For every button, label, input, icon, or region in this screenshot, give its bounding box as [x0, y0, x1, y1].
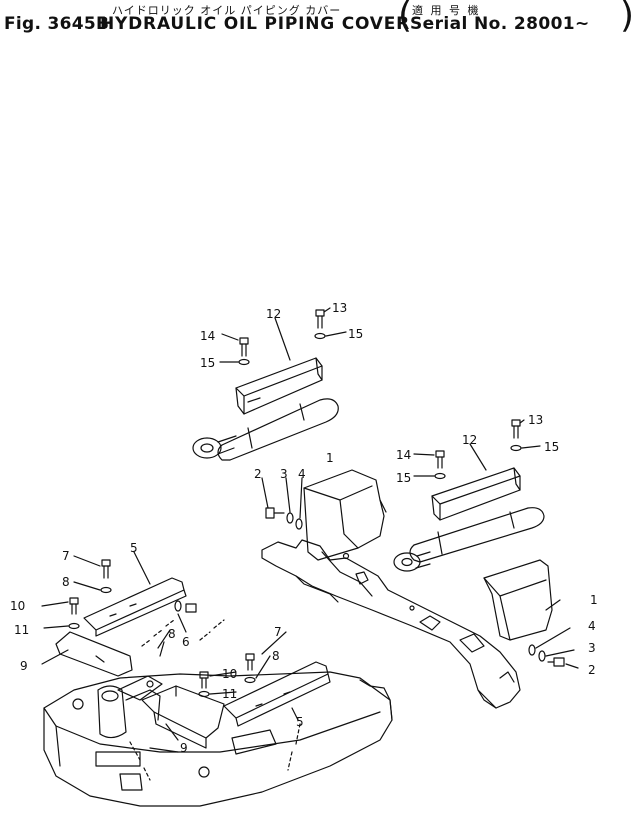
open-paren: (: [398, 0, 413, 36]
callout-7: 7: [274, 625, 282, 639]
callout-1: 1: [326, 451, 334, 465]
bracket-near-6: [117, 675, 163, 701]
bolt-13-upper-left: [315, 309, 325, 329]
callout-7: 7: [62, 549, 70, 563]
callout-10: 10: [10, 599, 25, 613]
bolt-7-upper: [101, 559, 111, 579]
bolt-7-lower: [245, 653, 255, 671]
bolt-14-right: [435, 450, 445, 469]
callout-13: 13: [528, 413, 543, 427]
cylinder-assembly-upper-left: [192, 357, 339, 461]
washer-11-upper: [68, 622, 80, 630]
washer-11-lower: [198, 690, 210, 698]
callout-2: 2: [254, 467, 262, 481]
cylinder-assembly-right: [393, 467, 545, 572]
figure-header: Fig. 3645B ハイドロリック オイル パイピング カバー HYDRAUL…: [0, 0, 636, 40]
bolt-14-upper-left: [239, 337, 249, 357]
base-frame: [43, 671, 393, 807]
applicability-label: 適 用 号 機: [412, 4, 481, 17]
fastener-stack-right: [528, 644, 565, 667]
washer-8-lower: [244, 676, 256, 684]
washer-15-upper-left: [238, 358, 250, 366]
callout-14: 14: [396, 448, 411, 462]
bolt-10-lower: [199, 671, 209, 689]
callout-13: 13: [332, 301, 347, 315]
bolt-13-right: [511, 419, 521, 439]
callout-15: 15: [348, 327, 363, 341]
callout-3: 3: [588, 641, 596, 655]
cover-5-lower: [223, 661, 331, 727]
bracket-9-left: [55, 631, 133, 677]
callout-8: 8: [62, 575, 70, 589]
bolt-10-upper: [69, 597, 79, 615]
callout-14: 14: [200, 329, 215, 343]
callout-2: 2: [588, 663, 596, 677]
close-paren: ): [620, 0, 635, 36]
callout-9: 9: [180, 741, 188, 755]
callout-4: 4: [298, 467, 306, 481]
callout-4: 4: [588, 619, 596, 633]
callout-12: 12: [462, 433, 477, 447]
bolt-6: [174, 600, 197, 613]
callout-5: 5: [130, 541, 138, 555]
figure-number: Fig. 3645B: [4, 14, 110, 34]
callout-12: 12: [266, 307, 281, 321]
washer-8-upper: [100, 586, 112, 594]
callout-15: 15: [396, 471, 411, 485]
serial-number: Serial No. 28001~: [410, 14, 590, 34]
upper-frame: [261, 539, 521, 709]
fastener-stack-center: [265, 507, 303, 530]
serial-applicability: ( 適 用 号 機 Serial No. 28001~ ): [398, 0, 634, 38]
washer-15-right: [434, 472, 446, 480]
title-katakana: ハイドロリック オイル パイピング カバー: [112, 4, 342, 17]
figure-title: HYDRAULIC OIL PIPING COVER: [100, 14, 411, 34]
callout-9: 9: [20, 659, 28, 673]
callout-3: 3: [280, 467, 288, 481]
washer-15-right-2: [510, 444, 522, 452]
callout-10: 10: [222, 667, 237, 681]
callout-1: 1: [590, 593, 598, 607]
callout-15: 15: [200, 356, 215, 370]
callout-8: 8: [168, 627, 176, 641]
cover-1-center: [303, 469, 387, 561]
cover-1-right: [483, 559, 553, 641]
washer-15-upper-left-2: [314, 332, 326, 340]
callout-11: 11: [222, 687, 237, 701]
callout-8: 8: [272, 649, 280, 663]
callout-6: 6: [182, 635, 190, 649]
bracket-9-center: [141, 685, 225, 749]
callout-11: 11: [14, 623, 29, 637]
callout-5: 5: [296, 715, 304, 729]
cover-5-upper: [83, 577, 187, 637]
callout-15: 15: [544, 440, 559, 454]
